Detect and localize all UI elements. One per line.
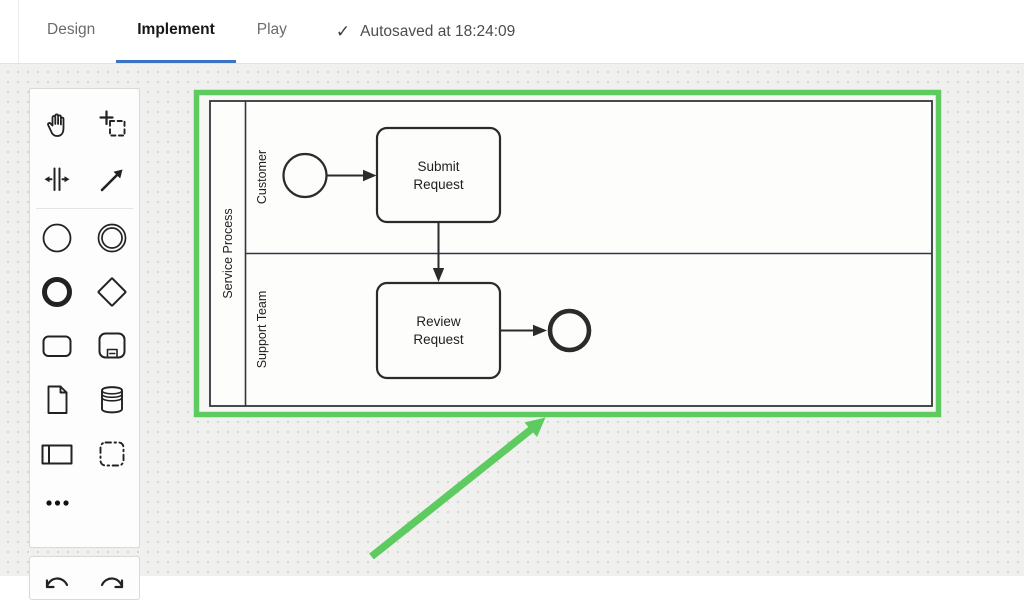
end-event-icon [42, 277, 73, 307]
start-event-icon [42, 223, 72, 253]
space-tool-icon [44, 167, 70, 191]
undo-redo-toolbar [29, 556, 140, 600]
undo-button[interactable] [42, 568, 72, 603]
task-label-line: Request [413, 332, 464, 347]
create-participant[interactable] [32, 427, 82, 481]
task-label-line: Request [413, 177, 464, 192]
subprocess-icon [98, 332, 126, 359]
task-submit-request[interactable]: Submit Request [375, 126, 502, 224]
task-label-line: Review [416, 314, 461, 329]
lasso-tool-icon [99, 110, 126, 137]
intermediate-event-icon [97, 223, 127, 253]
arrowhead-icon [533, 324, 547, 337]
tab-play[interactable]: Play [256, 21, 287, 38]
participant-pool[interactable]: Service Process Customer Support Team [209, 100, 933, 407]
redo-icon [100, 577, 123, 589]
data-store-icon [100, 386, 123, 414]
annotation-arrow [369, 417, 546, 560]
palette-more[interactable] [30, 481, 139, 525]
tab-design[interactable]: Design [47, 21, 96, 38]
redo-button[interactable] [97, 568, 127, 603]
end-event[interactable] [547, 308, 592, 353]
check-icon: ✓ [335, 21, 351, 41]
create-gateway[interactable] [87, 265, 137, 319]
participant-icon [41, 444, 73, 465]
lane-label-customer: Customer [255, 150, 269, 204]
create-subprocess[interactable] [87, 319, 137, 373]
create-data-store[interactable] [87, 373, 137, 427]
create-end-event[interactable] [32, 265, 82, 319]
pool-label: Service Process [221, 208, 235, 298]
autosave-text: Autosaved at 18:24:09 [360, 22, 516, 40]
tab-implement[interactable]: Implement [116, 0, 236, 63]
hand-tool[interactable] [32, 98, 82, 152]
task-label-line: Submit [417, 159, 459, 174]
data-object-icon [47, 385, 68, 414]
create-data-object[interactable] [32, 373, 82, 427]
arrowhead-icon [432, 268, 445, 282]
ellipsis-icon [46, 500, 69, 506]
lasso-tool[interactable] [87, 98, 137, 152]
group-icon [99, 441, 125, 467]
space-tool[interactable] [32, 152, 82, 206]
create-group[interactable] [87, 427, 137, 481]
hand-tool-icon [47, 113, 65, 137]
autosave-status: ✓ Autosaved at 18:24:09 [336, 0, 515, 63]
header: Design Implement Play ✓ Autosaved at 18:… [0, 0, 1024, 64]
global-connect-tool[interactable] [87, 152, 137, 206]
task-icon [42, 335, 72, 357]
palette-separator [36, 208, 133, 209]
palette [29, 88, 140, 548]
lane-label-support-team: Support Team [255, 291, 269, 369]
diagram-svg: Service Process Customer Support Team Su… [193, 89, 942, 560]
start-event[interactable] [282, 152, 328, 199]
arrowhead-icon [363, 169, 377, 182]
header-left-divider [18, 0, 19, 63]
global-connect-icon [100, 169, 123, 192]
create-intermediate-event[interactable] [87, 211, 137, 265]
undo-icon [46, 577, 69, 589]
gateway-icon [97, 277, 127, 307]
create-task[interactable] [32, 319, 82, 373]
create-start-event[interactable] [32, 211, 82, 265]
task-review-request[interactable]: Review Request [375, 281, 502, 380]
tab-bar: Design Implement Play [26, 0, 308, 63]
